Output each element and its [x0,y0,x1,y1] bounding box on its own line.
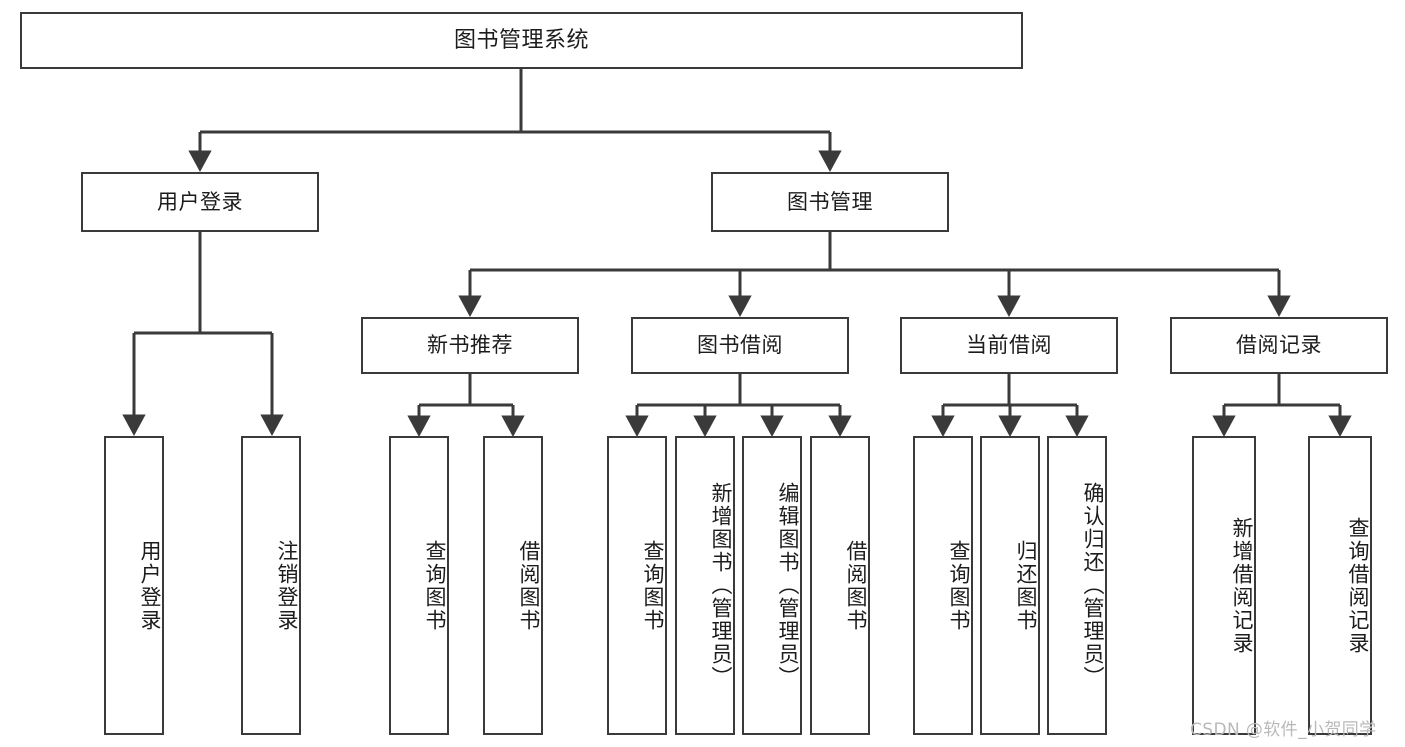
node-user-login[interactable]: 用户登录 [81,172,319,232]
leaf-confirm-return-admin-label: 确认归还（管理员） [1081,482,1105,689]
leaf-add-book-admin-label: 新增图书（管理员） [709,482,733,689]
leaf-borrow-book-label: 借阅图书 [844,539,868,632]
leaf-edit-book-admin[interactable]: 编辑图书（管理员） [742,436,802,735]
leaf-query-borrow-record-label: 查询借阅记录 [1346,516,1370,655]
leaf-query-book-current[interactable]: 查询图书 [913,436,973,735]
leaf-add-borrow-record[interactable]: 新增借阅记录 [1192,436,1256,735]
leaf-borrow-book[interactable]: 借阅图书 [810,436,870,735]
leaf-user-login-label: 用户登录 [138,539,162,632]
node-root-label: 图书管理系统 [453,27,589,53]
node-new-book-recommend[interactable]: 新书推荐 [361,317,579,374]
csdn-watermark: CSDN @软件_小贺同学 [1190,720,1377,740]
leaf-user-login[interactable]: 用户登录 [104,436,164,735]
leaf-borrow-book-newbook-label: 借阅图书 [517,539,541,632]
leaf-query-book-newbook-label: 查询图书 [423,539,447,632]
node-book-borrow-label: 图书借阅 [697,333,783,358]
node-current-borrow-label: 当前借阅 [966,333,1052,358]
leaf-logout-label: 注销登录 [275,539,299,632]
node-user-login-label: 用户登录 [157,189,243,214]
leaf-add-book-admin[interactable]: 新增图书（管理员） [675,436,735,735]
node-root[interactable]: 图书管理系统 [20,12,1023,69]
node-borrow-records[interactable]: 借阅记录 [1170,317,1388,374]
node-book-management-label: 图书管理 [787,189,873,214]
leaf-add-borrow-record-label: 新增借阅记录 [1230,516,1254,655]
node-new-book-recommend-label: 新书推荐 [427,333,513,358]
node-book-borrow[interactable]: 图书借阅 [631,317,849,374]
leaf-query-book-borrow[interactable]: 查询图书 [607,436,667,735]
leaf-query-book-newbook[interactable]: 查询图书 [389,436,449,735]
node-borrow-records-label: 借阅记录 [1236,333,1322,358]
leaf-return-book-label: 归还图书 [1014,539,1038,632]
leaf-edit-book-admin-label: 编辑图书（管理员） [776,482,800,689]
leaf-return-book[interactable]: 归还图书 [980,436,1040,735]
leaf-query-book-borrow-label: 查询图书 [641,539,665,632]
leaf-query-borrow-record[interactable]: 查询借阅记录 [1308,436,1372,735]
leaf-logout[interactable]: 注销登录 [241,436,301,735]
node-current-borrow[interactable]: 当前借阅 [900,317,1118,374]
leaf-query-book-current-label: 查询图书 [947,539,971,632]
node-book-management[interactable]: 图书管理 [711,172,949,232]
leaf-borrow-book-newbook[interactable]: 借阅图书 [483,436,543,735]
leaf-confirm-return-admin[interactable]: 确认归还（管理员） [1047,436,1107,735]
